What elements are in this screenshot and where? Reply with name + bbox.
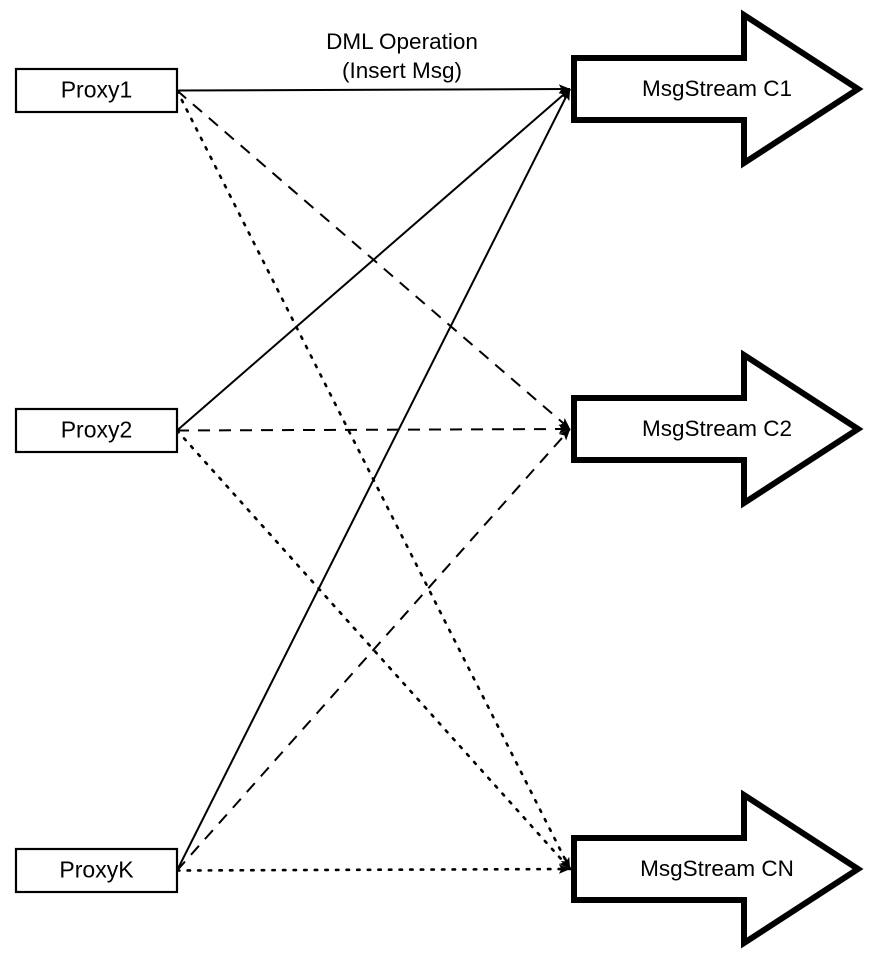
proxy-box-outline <box>14 67 179 114</box>
edge-proxy2-to-cn <box>175 429 572 871</box>
dml-operation-label-line2: (Insert Msg) <box>342 58 462 83</box>
msgstream-arrow-shape <box>571 789 864 949</box>
msgstream-arrow-label: MsgStream C2 <box>642 416 792 441</box>
msgstream-arrow-cn[interactable]: MsgStream CN <box>571 789 864 949</box>
msgstream-arrow-c1[interactable]: MsgStream C1 <box>571 9 864 169</box>
edge-proxyK-to-c2 <box>176 428 571 872</box>
msgstream-arrow-c2[interactable]: MsgStream C2 <box>571 349 864 509</box>
dml-operation-label-line1: DML Operation <box>326 29 478 54</box>
proxy-box-outline <box>14 407 179 454</box>
msgstream-arrow-label: MsgStream C1 <box>642 76 792 101</box>
msgstream-arrow-shape <box>571 349 864 509</box>
connector-edges-group <box>175 84 572 874</box>
edge-proxy2-to-c2 <box>176 424 571 434</box>
proxy-box-proxy1[interactable]: Proxy1 <box>14 67 179 114</box>
edge-proxy2-to-c1 <box>176 88 571 432</box>
msgstream-arrows-group: MsgStream C1 MsgStream C2 MsgStream CN <box>571 9 864 949</box>
proxy-box-outline <box>14 847 179 894</box>
edge-proxyK-to-cn <box>175 864 572 874</box>
proxy-box-label: Proxy2 <box>61 417 133 443</box>
proxy-box-proxyK[interactable]: ProxyK <box>14 847 179 894</box>
msgstream-arrow-shape <box>571 9 864 169</box>
edge-proxy1-to-c1 <box>176 84 571 94</box>
proxy-box-label: ProxyK <box>59 857 134 883</box>
proxy-box-label: Proxy1 <box>61 77 133 103</box>
msgstream-arrow-label: MsgStream CN <box>640 856 794 881</box>
edge-proxyK-to-c1 <box>176 88 571 871</box>
dml-operation-annotation: DML Operation (Insert Msg) <box>326 29 478 83</box>
proxy-box-proxy2[interactable]: Proxy2 <box>14 407 179 454</box>
